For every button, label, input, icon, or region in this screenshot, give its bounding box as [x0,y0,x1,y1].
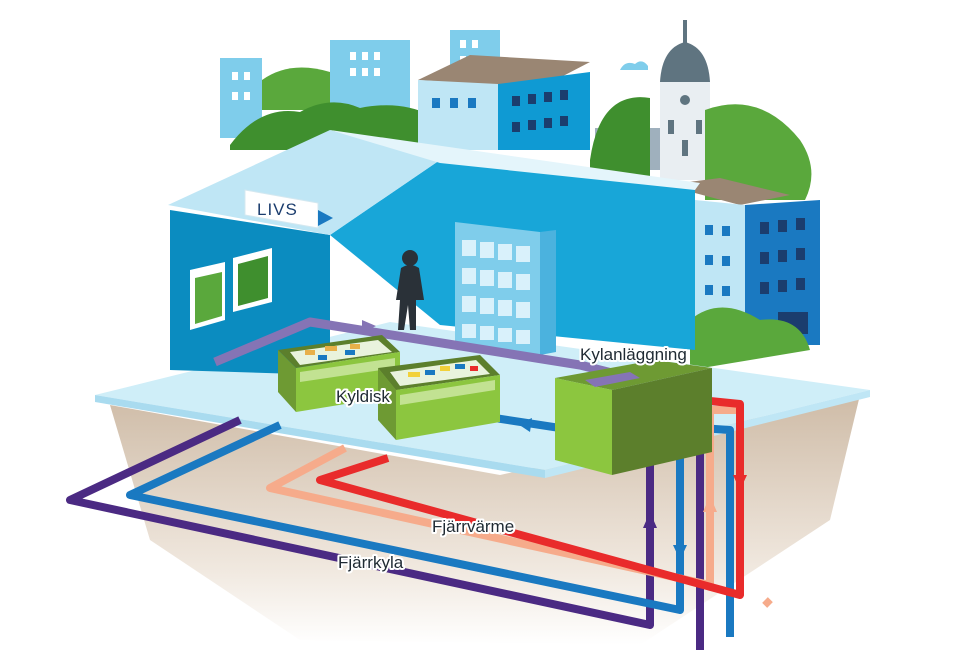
store-roof-ridge [330,130,700,190]
display-cooler-label: Kyldisk [336,387,390,406]
church-dome [660,42,710,82]
cloud [620,61,648,70]
district-heating-salmon-return [762,597,773,608]
flow-arrow [518,418,532,432]
church-clock [680,95,690,105]
store-roof [168,130,440,235]
district-cooling-label: Fjärrkyla [338,553,404,572]
greenery [705,104,812,200]
cooling-unit-front [555,378,612,475]
shelf-side [540,230,556,355]
cooling-unit-label: Kylanläggning [580,345,687,364]
flow-arrow [733,475,747,490]
floor-slab-edge [95,395,545,478]
display-cooler [378,355,500,440]
greenery [590,97,650,180]
store-window [238,256,268,306]
flow-arrow [673,545,687,560]
flow-arrow [643,512,657,528]
district-heating-label: Fjärrvärme [432,517,514,536]
cooling-unit [555,360,712,475]
building-side [498,72,590,150]
flow-arrow [703,496,717,512]
store-sign: LIVS [244,189,333,229]
cooling-unit-side [612,368,712,475]
church-spire [683,20,687,44]
district-heating-red-pipe [316,396,744,599]
store-sign-text: LIVS [257,200,298,219]
greenery [690,307,810,370]
store-window [195,272,222,324]
store-shelf [455,222,556,355]
greenery [262,67,330,110]
building-side [745,200,820,345]
shopper-silhouette [396,250,424,330]
background-city [220,20,820,370]
building-front [418,80,498,150]
display-cooler [278,335,400,412]
cooling-unit-vent [585,372,640,387]
flow-arrow [362,320,376,333]
